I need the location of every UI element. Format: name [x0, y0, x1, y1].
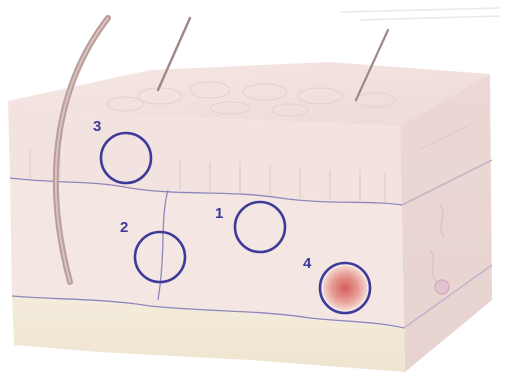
marker-label-4: 4	[303, 255, 312, 272]
lesion-highlight	[323, 266, 367, 310]
faint-hairs	[340, 8, 500, 20]
marker-label-2: 2	[120, 219, 128, 236]
skin-side-face	[400, 74, 492, 372]
marker-label-3: 3	[93, 118, 101, 135]
marker-label-1: 1	[215, 205, 223, 222]
